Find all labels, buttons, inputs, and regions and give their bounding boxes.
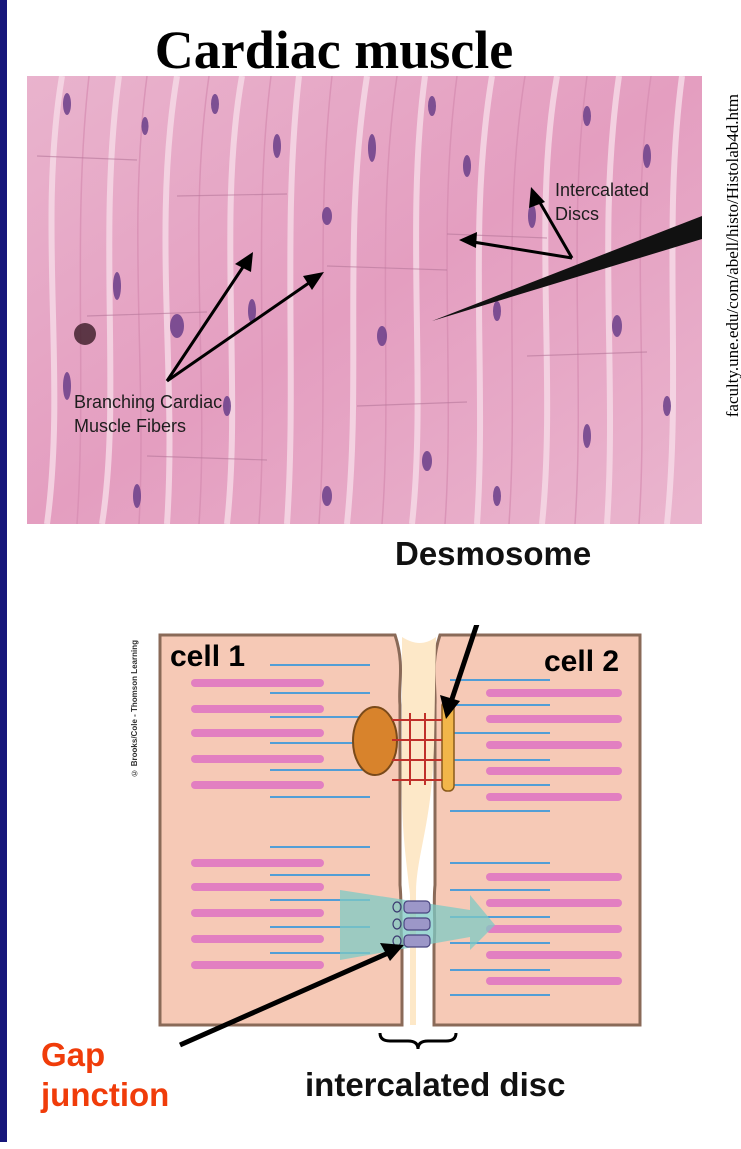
actin-filaments-cell-2: [450, 679, 550, 996]
myofibrils-cell-2: [486, 689, 622, 985]
intercalated-discs-label-line2: Discs: [555, 204, 599, 224]
intercalated-disc-bracket: [378, 1032, 458, 1050]
intercalated-discs-label-line1: Intercalated: [555, 180, 650, 200]
desmosome-linkers: [392, 713, 442, 785]
desmosome-plaque-left: [352, 706, 398, 776]
intercalated-disc-diagram: [140, 584, 660, 1055]
gap-junction-label-line2: junction: [41, 1076, 170, 1113]
intercalated-disc-label: intercalated disc: [305, 1066, 566, 1103]
branching-fibers-label: Branching Cardiac Muscle Fibers: [74, 390, 222, 438]
gap-junction-label: Gap junction: [41, 1035, 169, 1115]
myofibrils-cell-1: [191, 679, 324, 969]
cell-2-label: cell 2: [544, 645, 620, 678]
source-credit: faculty.une.edu/com/abell/histo/Histolab…: [723, 94, 741, 418]
diagram-illustration: [158, 584, 642, 1050]
page-title: Cardiac muscle: [154, 20, 514, 80]
slide-left-bar: [0, 0, 7, 1142]
intercalated-discs-label: Intercalated Discs: [555, 178, 649, 226]
branching-fibers-label-line2: Muscle Fibers: [74, 416, 187, 436]
cardiac-muscle-micrograph: [27, 76, 702, 524]
desmosome-label: Desmosome: [395, 535, 592, 572]
branching-fibers-label-line1: Branching Cardiac: [74, 392, 223, 412]
cell-1-label: cell 1: [170, 640, 246, 673]
gap-junction-label-line1: Gap: [41, 1036, 106, 1073]
gap-junction-channels: [403, 900, 431, 948]
micrograph-image: [27, 76, 702, 524]
publisher-credit: © Brooks/Cole - Thomson Learning: [130, 640, 139, 778]
